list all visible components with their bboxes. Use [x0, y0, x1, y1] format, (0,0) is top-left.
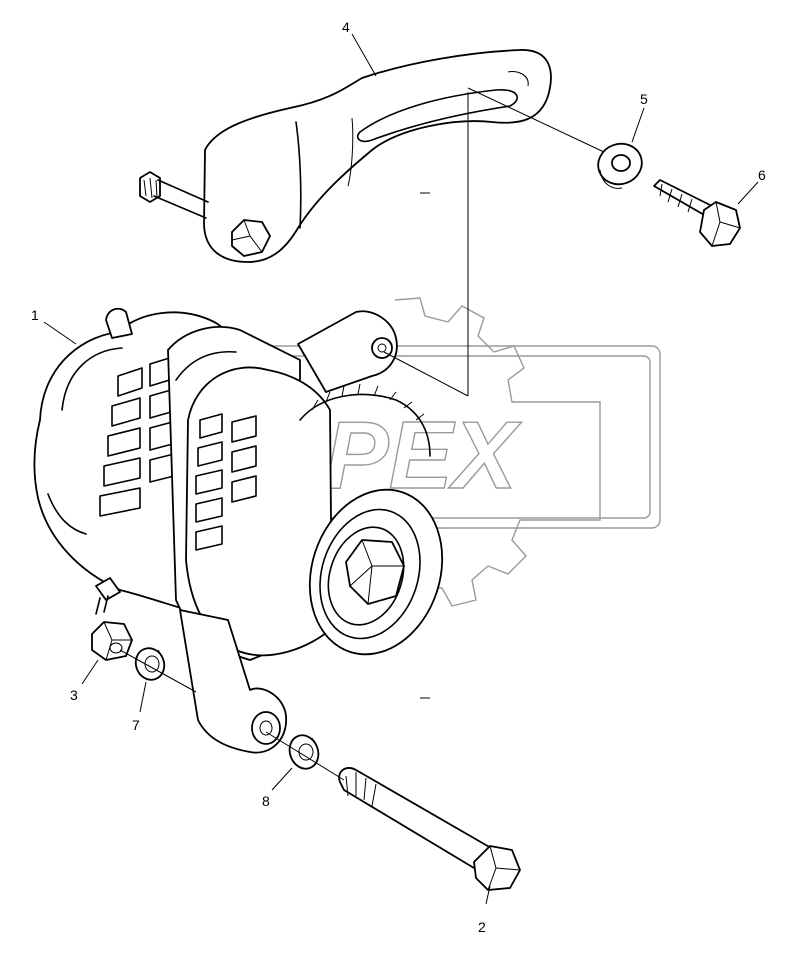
part-2-long-bolt [338, 767, 521, 891]
leader-4 [351, 33, 377, 77]
callout-6: 6 [758, 167, 766, 183]
leader-lines [43, 33, 759, 905]
part-7-lock-washer [134, 647, 166, 681]
part-5-washer [597, 142, 643, 189]
part-6-bolt [653, 179, 741, 247]
part-8-lock-washer [288, 734, 320, 770]
callout-labels: 1 2 3 4 5 6 7 8 [31, 19, 766, 935]
assembly-line-lower-left [119, 649, 197, 693]
assembly-line-to-washer [467, 87, 605, 153]
callout-3: 3 [70, 687, 78, 703]
callout-4: 4 [342, 19, 350, 35]
leader-5 [631, 107, 645, 143]
part-4-bracket [139, 49, 552, 263]
callout-5: 5 [640, 91, 648, 107]
leader-3 [81, 659, 99, 685]
front-vent-slots [195, 413, 257, 551]
part-3-nut [91, 621, 133, 661]
watermark-gear [387, 297, 601, 607]
part-1-alternator [33, 307, 444, 754]
leader-8 [271, 767, 293, 791]
callout-8: 8 [262, 793, 270, 809]
leader-6 [737, 181, 759, 205]
leader-1 [43, 321, 77, 345]
assembly-lines [119, 87, 605, 781]
assembly-line-to-lug [383, 351, 469, 397]
callout-7: 7 [132, 717, 140, 733]
callout-2: 2 [478, 919, 486, 935]
leader-2 [485, 885, 491, 905]
assembly-line-lower-right [265, 731, 345, 781]
callout-1: 1 [31, 307, 39, 323]
leader-7 [139, 681, 147, 713]
